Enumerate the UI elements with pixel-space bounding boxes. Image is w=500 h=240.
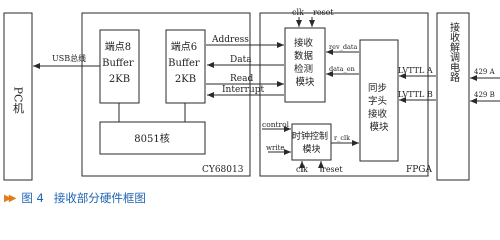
caption-number: 图 4 xyxy=(21,191,44,205)
rev-data-label: rev_data xyxy=(329,43,358,51)
sync-recv-line3: 接收 xyxy=(368,108,388,120)
lvttl-b-label: LVTTL B xyxy=(398,90,433,99)
clk-label-top: clk xyxy=(292,8,304,17)
hardware-block-diagram: PC机 USB总线 端点8 Buffer 2KB 端点6 Buffer 2KB … xyxy=(3,8,500,207)
fpga-label: FPGA xyxy=(406,165,432,175)
data-en-label: data_en xyxy=(329,65,355,73)
r-clk-label: r_clk xyxy=(334,134,350,142)
recv-detect-box xyxy=(284,27,326,103)
buffer6-line3: 2KB xyxy=(175,74,196,85)
recv-detect-line1: 接收 xyxy=(294,37,314,49)
pc-label: PC机 xyxy=(12,87,25,114)
control-label: control xyxy=(262,120,290,129)
recv-detect-label: 接收 数据 检测 模块 xyxy=(294,37,316,88)
reset-label-top: reset xyxy=(313,8,334,17)
sync-recv-box xyxy=(359,39,399,162)
diagram-canvas: PC机 USB总线 端点8 Buffer 2KB 端点6 Buffer 2KB … xyxy=(3,8,500,181)
figure-caption: ▶▶ 图 4 接收部分硬件框图 xyxy=(4,189,146,207)
sync-recv-label: 同步 字头 接收 模块 xyxy=(368,83,390,133)
buffer8-label: 端点8 Buffer 2KB xyxy=(102,40,137,85)
data-label: Data xyxy=(230,55,252,65)
address-label: Address xyxy=(211,35,249,45)
usb-label: USB总线 xyxy=(52,53,86,63)
buffer6-line1: 端点6 xyxy=(171,40,197,53)
clk-label-bottom: clk xyxy=(296,165,308,174)
core8051-label: 8051核 xyxy=(134,132,169,145)
buffer8-line1: 端点8 xyxy=(105,40,131,53)
cy68013-label: CY68013 xyxy=(202,165,244,175)
read-label: Read xyxy=(230,74,253,84)
demod-label: 接收解调电路 xyxy=(448,21,460,83)
interrupt-label: Interrupt xyxy=(222,85,264,95)
in-a-label: 429 A xyxy=(474,68,496,76)
clock-ctrl-line2: 模块 xyxy=(302,143,320,155)
reset-label-bottom: reset xyxy=(322,165,343,174)
buffer6-line2: Buffer xyxy=(168,58,200,69)
recv-detect-line4: 模块 xyxy=(295,76,315,88)
write-label: write xyxy=(266,144,285,152)
recv-detect-line3: 检测 xyxy=(294,63,313,75)
sync-recv-line4: 模块 xyxy=(369,121,389,133)
core8051-box xyxy=(99,121,206,155)
clock-ctrl-label: 时钟控制 模块 xyxy=(292,130,331,155)
clock-ctrl-box xyxy=(291,123,332,161)
demod-box xyxy=(436,12,470,181)
buffer6-label: 端点6 Buffer 2KB xyxy=(168,40,203,85)
buffer8-line2: Buffer xyxy=(102,58,134,69)
caption-arrows-icon: ▶▶ xyxy=(4,192,17,204)
recv-detect-line2: 数据 xyxy=(294,50,314,62)
lvttl-a-label: LVTTL A xyxy=(398,66,433,75)
sync-recv-line1: 同步 xyxy=(368,83,387,94)
clock-ctrl-line1: 时钟控制 xyxy=(292,130,328,142)
caption-text: 接收部分硬件框图 xyxy=(53,191,146,205)
pc-box xyxy=(3,12,33,181)
buffer8-line3: 2KB xyxy=(109,74,130,85)
sync-recv-line2: 字头 xyxy=(368,95,387,107)
in-b-label: 429 B xyxy=(474,91,495,99)
